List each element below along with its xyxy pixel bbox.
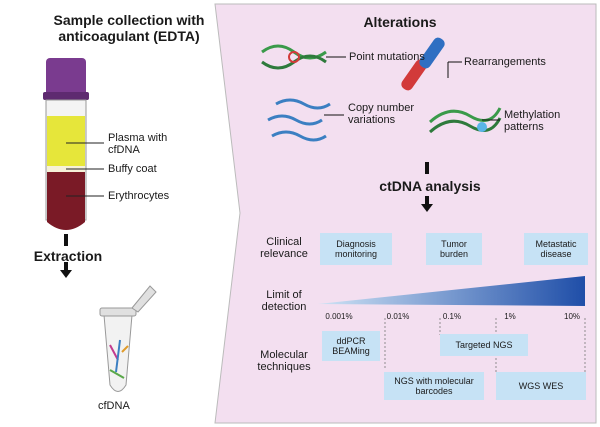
- methylation-label: Methylation patterns: [504, 109, 561, 133]
- ddpcr-box: ddPCR BEAMing: [322, 331, 380, 361]
- copy-number-label: Copy number variations: [348, 102, 415, 126]
- detection-gradient: [318, 276, 585, 306]
- tick-label: 10%: [563, 312, 581, 321]
- metastatic-disease-box: Metastatic disease: [524, 233, 588, 265]
- tick-label: 0.01%: [386, 312, 410, 321]
- chromosome-icon: [401, 37, 445, 91]
- tick-label: 0.1%: [442, 312, 462, 321]
- cfdna-label: cfDNA: [98, 400, 130, 412]
- tumor-burden-box: Tumor burden: [426, 233, 482, 265]
- left-title: Sample collection with anticoagulant (ED…: [53, 12, 205, 44]
- plasma-label: Plasma with cfDNA: [108, 132, 168, 156]
- dna-copy-number-icon: [267, 98, 331, 142]
- buffy-coat-label: Buffy coat: [108, 163, 157, 175]
- molecular-techniques-label: Molecular techniques: [257, 349, 311, 373]
- dna-methylation-icon: [428, 107, 502, 134]
- blood-tube-icon: [43, 58, 89, 230]
- diagnosis-monitoring-box: Diagnosis monitoring: [320, 233, 392, 265]
- alterations-title: Alterations: [363, 14, 437, 30]
- ngs-barcodes-box: NGS with molecular barcodes: [384, 372, 484, 400]
- tick-label: 0.001%: [325, 312, 353, 321]
- tick-label: 1%: [504, 312, 516, 321]
- point-mutations-label: Point mutations: [349, 51, 425, 63]
- microtube-icon: [99, 285, 157, 392]
- limit-of-detection-label: Limit of detection: [261, 289, 307, 313]
- dna-point-mutation-icon: [261, 44, 327, 70]
- targeted-ngs-box: Targeted NGS: [440, 334, 528, 356]
- erythrocytes-label: Erythrocytes: [108, 190, 170, 202]
- wgs-wes-box: WGS WES: [496, 372, 586, 400]
- extraction-label: Extraction: [33, 248, 103, 264]
- rearrangements-label: Rearrangements: [464, 56, 546, 68]
- ctdna-analysis-title: ctDNA analysis: [379, 178, 481, 194]
- clinical-relevance-label: Clinical relevance: [260, 236, 308, 260]
